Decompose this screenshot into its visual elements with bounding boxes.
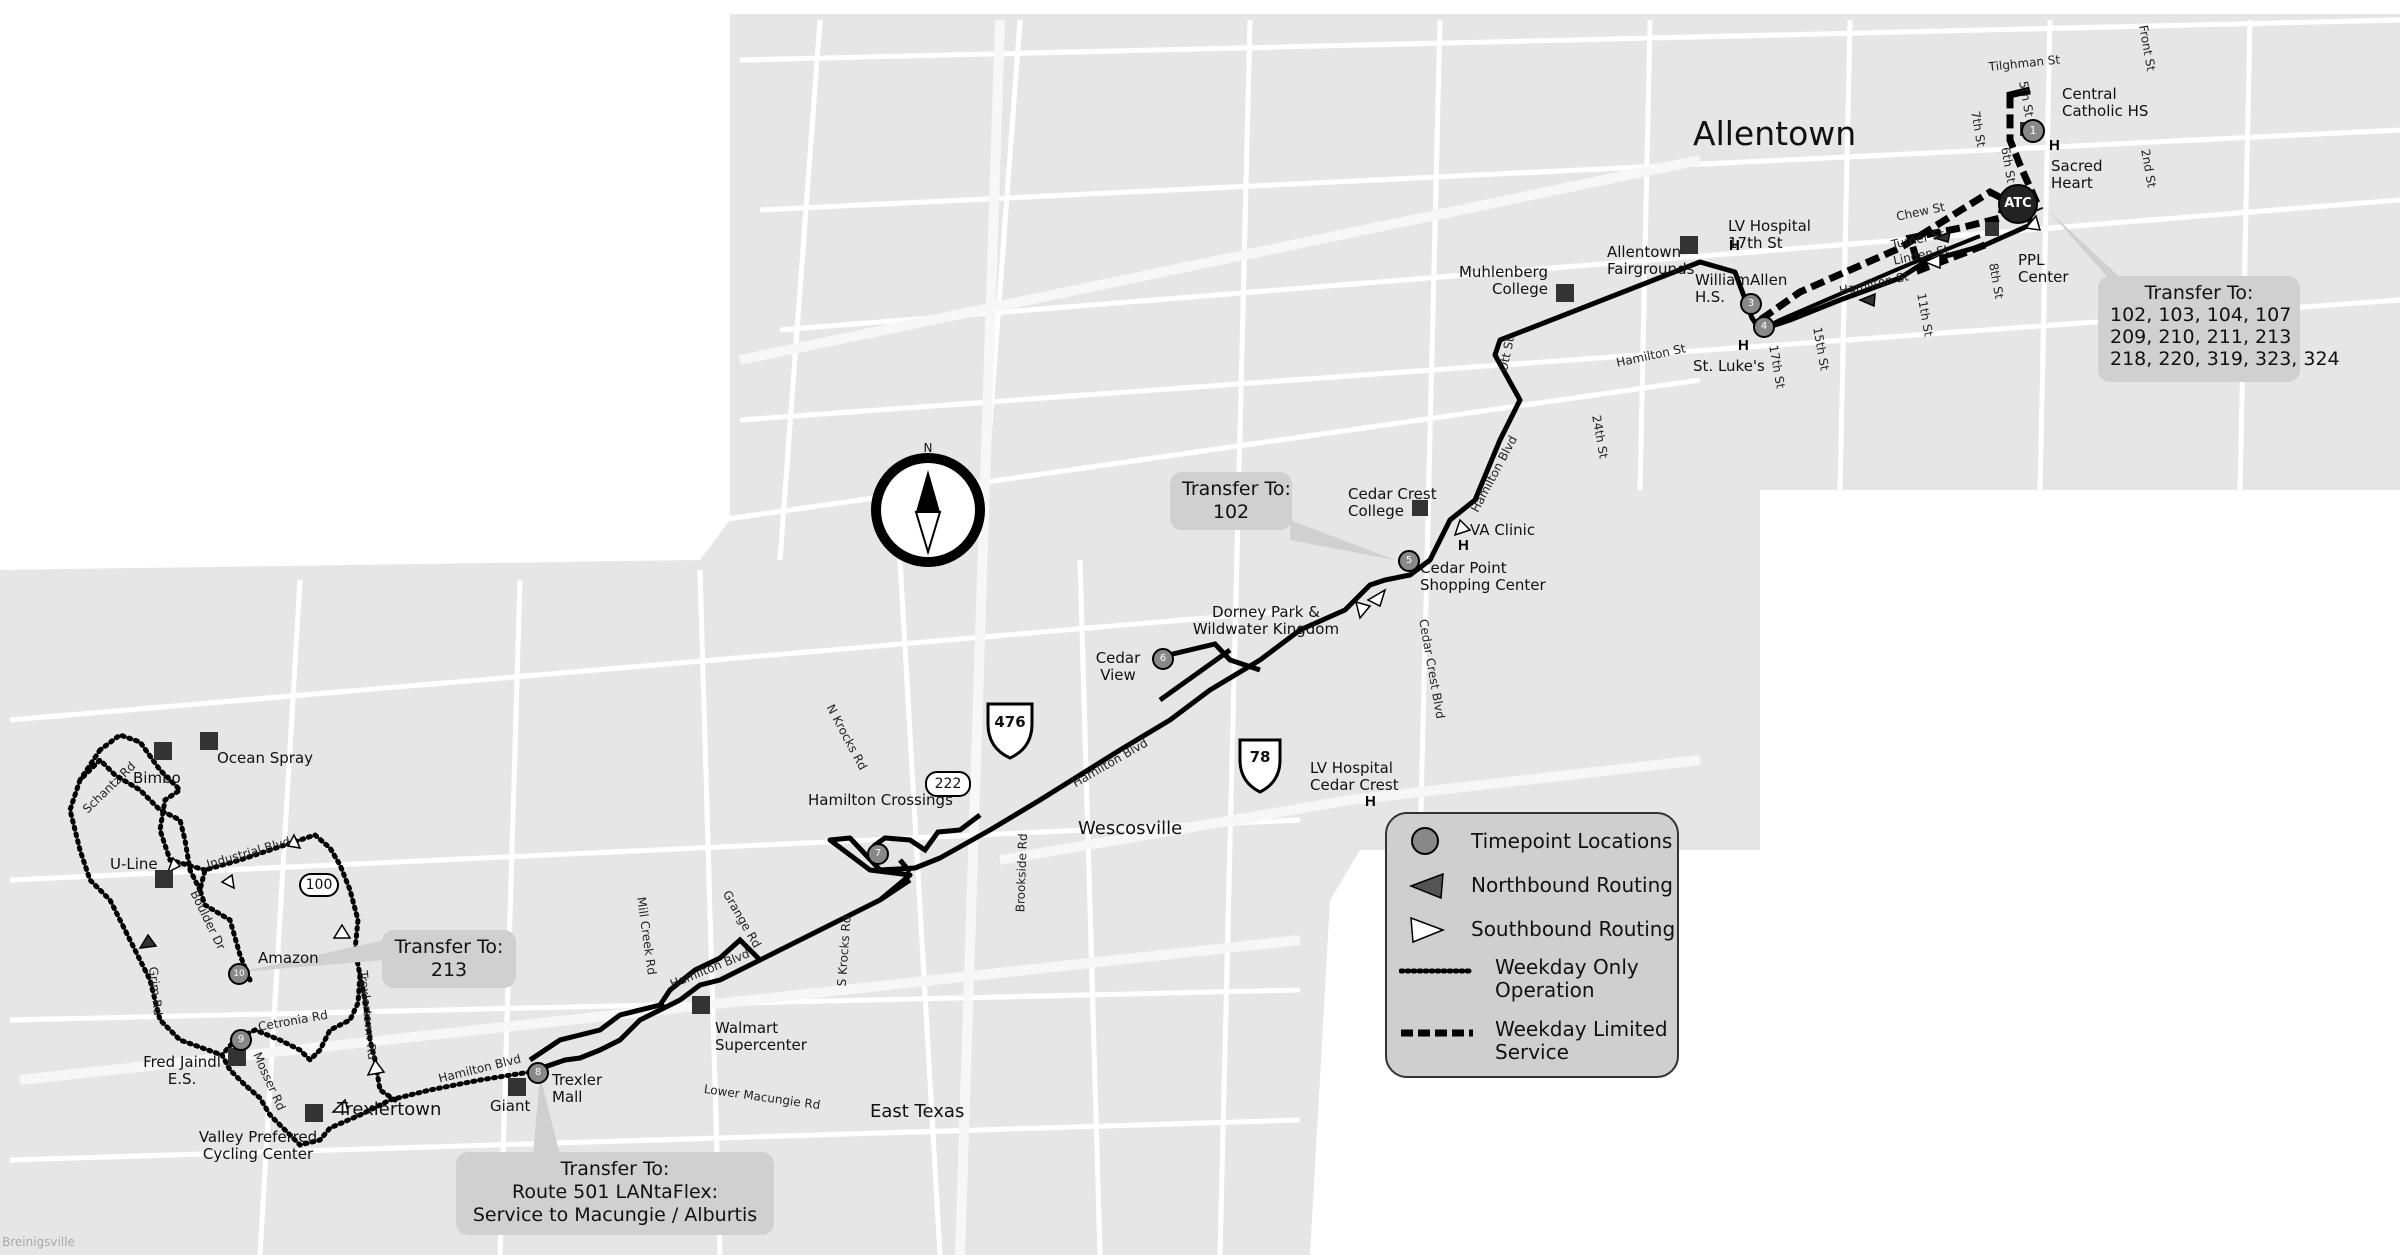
pa100-number: 100: [305, 877, 333, 893]
north-compass: [871, 453, 985, 567]
timepoint-5[interactable]: 5: [1398, 550, 1420, 572]
legend-southbound-label: Southbound Routing: [1471, 917, 1676, 941]
us222-shield: [925, 771, 971, 797]
label-cedar-crest-college: Cedar Crest College: [1348, 485, 1437, 520]
i78-shield: [1238, 738, 1282, 794]
direction-arrows: [138, 214, 2042, 1113]
legend-timepoint-icon: [1411, 827, 1439, 855]
southbound-arrow-icon: [1410, 916, 1446, 944]
label-muhlenberg: Muhlenberg College: [1458, 263, 1548, 298]
label-ocean-spray: Ocean Spray: [217, 749, 314, 767]
svg-text:H: H: [1458, 537, 1469, 554]
street-brookside: Brookside Rd: [1013, 833, 1030, 913]
label-allen: Allen: [1750, 271, 1788, 289]
svg-text:H: H: [1729, 237, 1740, 254]
legend-weekday-limited-label: Weekday Limited Service: [1495, 1017, 1668, 1064]
callout-trexler-transfer: Transfer To: Route 501 LANtaFlex: Servic…: [456, 1152, 774, 1235]
label-fred-jaindl: Fred Jaindl E.S.: [143, 1053, 221, 1088]
map-legend: Timepoint Locations Northbound Routing S…: [1385, 812, 1679, 1078]
timepoint-4[interactable]: 4: [1753, 316, 1775, 338]
route-walmart: [528, 936, 762, 1063]
city-allentown: Allentown: [1693, 114, 1857, 153]
timepoint-1[interactable]: 1: [2021, 119, 2045, 143]
legend-northbound-label: Northbound Routing: [1471, 873, 1673, 897]
label-hs: H.S.: [1695, 288, 1726, 306]
label-lv-hospital-17th: LV Hospital 17th St: [1728, 217, 1811, 252]
legend-timepoint-label: Timepoint Locations: [1471, 829, 1673, 853]
label-u-line: U-Line: [110, 855, 158, 873]
route-weekday-only: [67, 732, 533, 1148]
route-limited-service: [1757, 86, 2044, 323]
legend-weekday-only-label: Weekday Only Operation: [1495, 955, 1639, 1002]
i476-number: 476: [994, 713, 1026, 731]
label-walmart: Walmart Supercenter: [715, 1019, 807, 1054]
timepoint-7[interactable]: 7: [867, 843, 889, 865]
legend-row-southbound: Southbound Routing: [1387, 912, 1677, 948]
label-bimbo: Bimbo: [133, 769, 181, 787]
legend-row-weekday-limited: Weekday Limited Service: [1387, 1018, 1677, 1070]
northbound-arrow-icon: [1408, 872, 1444, 900]
label-william: William: [1695, 271, 1750, 289]
timepoint-8[interactable]: 8: [527, 1062, 549, 1084]
svg-text:H: H: [1738, 337, 1749, 354]
town-wescosville: Wescosville: [1078, 818, 1183, 839]
i78-number: 78: [1249, 748, 1271, 766]
legend-row-weekday-only: Weekday Only Operation: [1387, 956, 1677, 1008]
label-sacred-heart: Sacred Heart: [2051, 157, 2103, 192]
dashed-line-icon: [1401, 1029, 1473, 1037]
dotted-line-icon: [1399, 968, 1475, 974]
svg-text:H: H: [2049, 137, 2060, 154]
label-amazon: Amazon: [258, 949, 319, 967]
i476-shield: [986, 702, 1034, 760]
landmark-markers: [154, 122, 2034, 1122]
legend-row-timepoint: Timepoint Locations: [1387, 824, 1677, 860]
us222-number: 222: [934, 776, 962, 792]
label-fairgrounds: Allentown Fairgrounds: [1607, 243, 1695, 278]
label-st-lukes: St. Luke's: [1693, 357, 1765, 375]
timepoint-atc[interactable]: ATC: [1998, 184, 2038, 224]
compass-letter: N: [923, 441, 933, 455]
label-hamilton-crossings: Hamilton Crossings: [808, 791, 953, 809]
callout-atc-transfer: Transfer To: 102, 103, 104, 107 209, 210…: [2098, 276, 2340, 382]
legend-row-northbound: Northbound Routing: [1387, 868, 1677, 904]
timepoint-10[interactable]: 10: [228, 963, 250, 985]
callout-cedar-crest-transfer: Transfer To: 102: [1170, 472, 1292, 530]
route-cedar-view: [1159, 641, 1261, 673]
label-giant: Giant: [490, 1097, 531, 1115]
label-valley-preferred: Valley Preferred Cycling Center: [198, 1128, 318, 1163]
hospital-markers: H H H H H: [1365, 137, 2060, 810]
town-east-texas: East Texas: [870, 1101, 965, 1122]
route-westend: [658, 647, 1232, 1011]
timepoint-6[interactable]: 6: [1152, 648, 1174, 670]
town-trexlertown: Trexlertown: [337, 1099, 442, 1120]
label-ppl-center: PPL Center: [2018, 251, 2069, 286]
map-background: [0, 14, 2400, 1255]
timepoint-3[interactable]: 3: [1740, 293, 1762, 315]
svg-text:H: H: [1365, 793, 1376, 810]
callout-amazon-transfer: Transfer To: 213: [382, 930, 516, 988]
callout-pointers: [240, 210, 2128, 1155]
label-va-clinic: VA Clinic: [1470, 521, 1536, 539]
pa100-shield: [299, 873, 339, 897]
label-lv-hospital-cedar: LV Hospital Cedar Crest: [1310, 759, 1399, 794]
label-dorney-park: Dorney Park & Wildwater Kingdom: [1192, 603, 1340, 638]
faint-breinigsville: Breinigsville: [2, 1235, 75, 1249]
timepoint-9[interactable]: 9: [230, 1029, 252, 1051]
label-trexler-mall: Trexler Mall: [552, 1071, 603, 1106]
label-central-catholic: Central Catholic HS: [2062, 85, 2149, 120]
label-cedar-point: Cedar Point Shopping Center: [1420, 559, 1546, 594]
label-cedar-view: Cedar View: [1095, 649, 1141, 684]
